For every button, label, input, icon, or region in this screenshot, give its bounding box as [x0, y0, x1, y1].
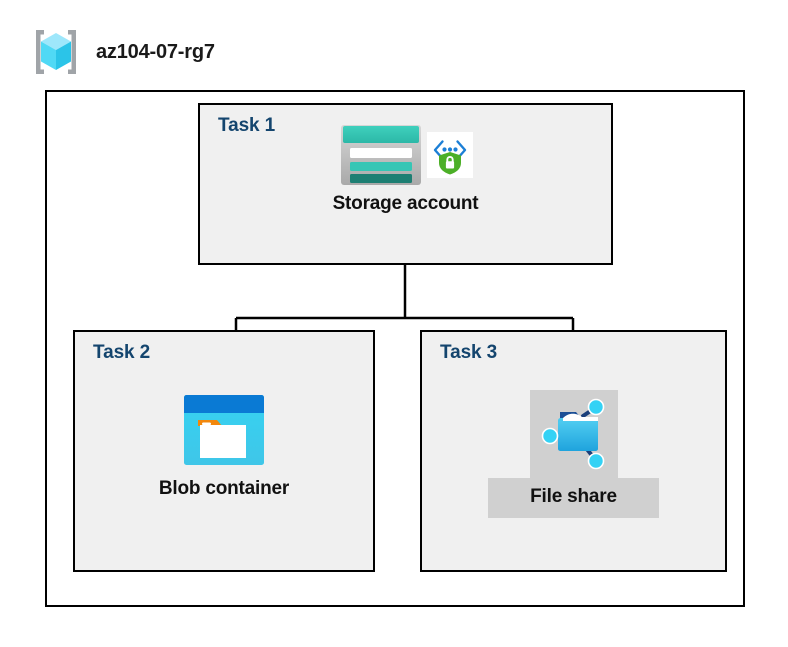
storage-account-icon	[340, 125, 421, 185]
file-share-node[interactable]: File share	[422, 390, 725, 518]
task-2-label: Task 2	[93, 342, 151, 363]
resource-group-name: az104-07-rg7	[96, 40, 215, 63]
file-share-icon-highlight	[529, 390, 618, 478]
resource-group-header: az104-07-rg7	[30, 26, 215, 78]
task-1-box[interactable]: Task 1	[198, 103, 613, 265]
blob-container-caption: Blob container	[158, 478, 290, 499]
task-3-label: Task 3	[440, 342, 498, 363]
task-2-box[interactable]: Task 2 Blob container	[73, 330, 375, 572]
task-3-box[interactable]: Task 3	[420, 330, 727, 572]
file-share-caption: File share	[488, 478, 659, 518]
storage-account-caption: Storage account	[332, 193, 479, 214]
task-1-label: Task 1	[218, 115, 276, 136]
storage-account-icon-row	[339, 123, 473, 187]
storage-account-node[interactable]: Storage account	[200, 123, 611, 215]
resource-group-cube-icon	[36, 30, 76, 74]
file-share-icon	[541, 398, 604, 470]
blob-container-node[interactable]: Blob container	[75, 394, 373, 500]
secure-endpoint-shield-icon	[426, 132, 473, 178]
blob-container-icon	[184, 395, 264, 465]
